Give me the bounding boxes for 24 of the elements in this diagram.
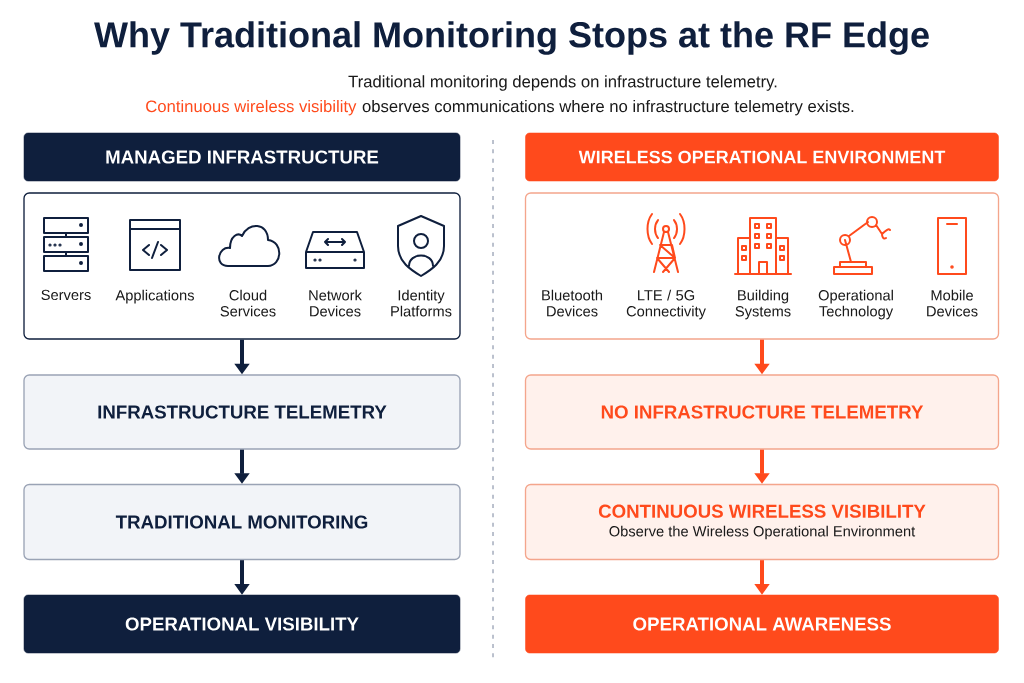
- column-header: WIRELESS OPERATIONAL ENVIRONMENT: [525, 132, 999, 182]
- device-label: Cloud Services: [220, 289, 276, 317]
- device-label: Mobile Devices: [927, 289, 978, 317]
- highlight-text: Continuous wireless visibility: [146, 99, 357, 116]
- device-label: Servers: [41, 289, 91, 301]
- device-label: LTE / 5G Connectivity: [626, 289, 706, 320]
- column-header: MANAGED INFRASTRUCTURE: [23, 132, 461, 182]
- device-label: Applications: [115, 289, 194, 304]
- stage-box: CONTINUOUS WIRELESS VISIBILITY Observe the Wireless Operational Environment: [524, 483, 1000, 561]
- icon-panel: [23, 192, 461, 340]
- stage-box: NO INFRASTRUCTURE TELEMETRY: [524, 374, 1000, 450]
- result-box: OPERATIONAL AWARENESS: [525, 594, 999, 654]
- stage-box: TRADITIONAL MONITORING: [23, 483, 461, 561]
- device-label: Bluetooth Devices: [542, 289, 603, 317]
- result-box: OPERATIONAL VISIBILITY: [23, 594, 461, 654]
- device-label: Operational Technology: [818, 289, 894, 320]
- title: Why Traditional Monitoring Stops at the RF Edge: [94, 21, 929, 55]
- device-label: Building Systems: [735, 289, 791, 320]
- device-label: Identity Platforms: [391, 289, 452, 317]
- device-label: Network Devices: [309, 289, 362, 317]
- subtitle: observes communications where no infrastructure telemetry exists.: [362, 99, 854, 116]
- icon-panel: [524, 192, 1000, 340]
- stage-box: INFRASTRUCTURE TELEMETRY: [23, 374, 461, 450]
- subtitle: Traditional monitoring depends on infrastructure telemetry.: [348, 75, 777, 91]
